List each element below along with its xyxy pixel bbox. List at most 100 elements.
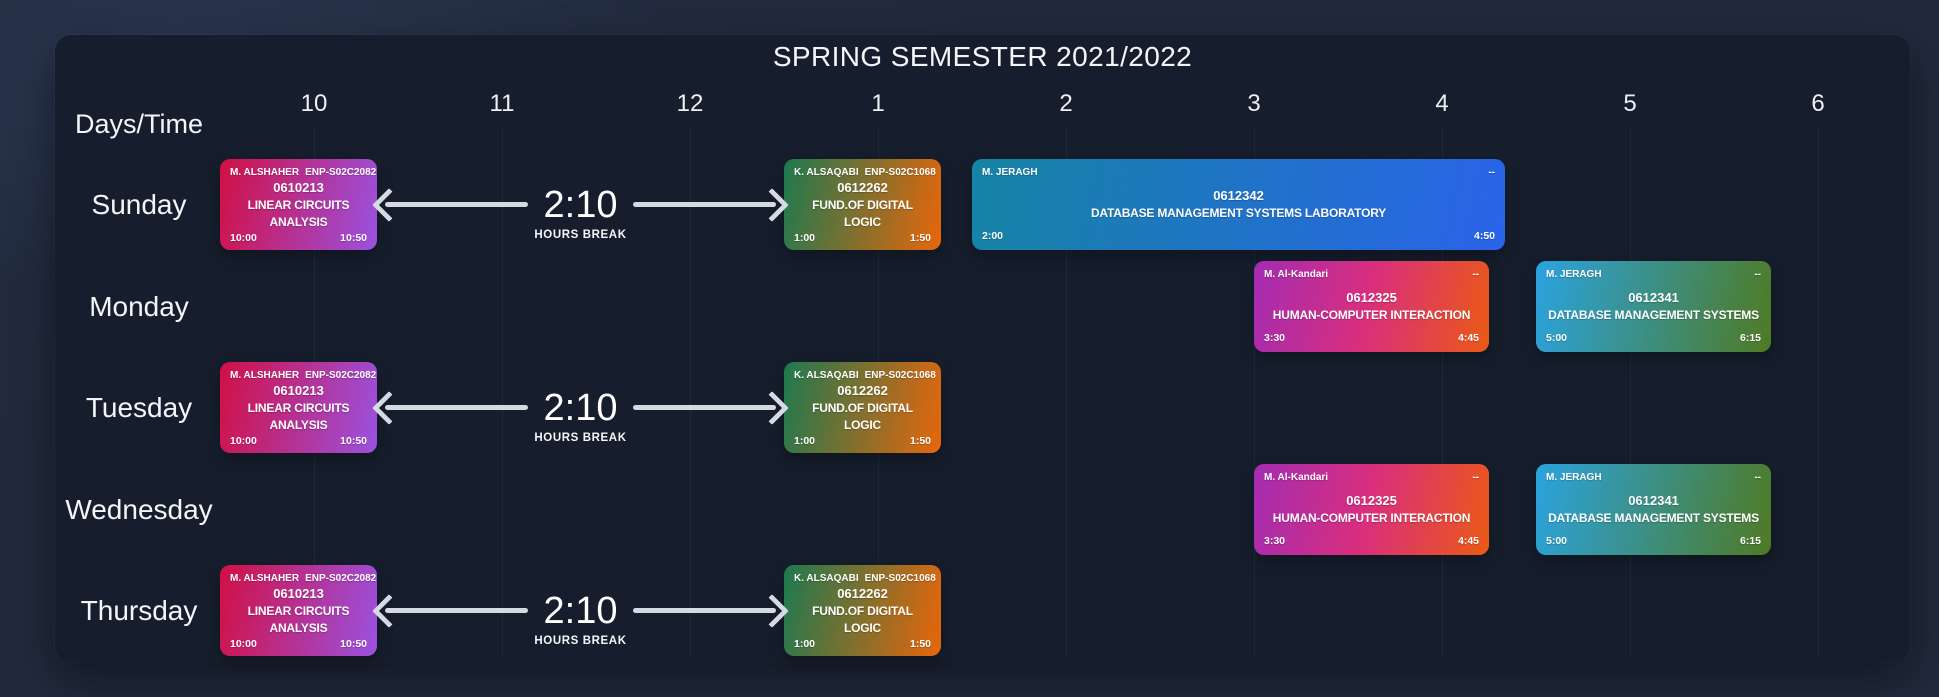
day-label-thursday: Thursday xyxy=(80,594,198,626)
course-instructor: K. ALSAQABI xyxy=(794,370,859,381)
course-end-time: 10:50 xyxy=(340,434,367,447)
course-section-code: ENP-S02C2082 xyxy=(305,370,377,381)
course-name: HUMAN-COMPUTER INTERACTION xyxy=(1272,307,1471,322)
course-section-code: -- xyxy=(1472,269,1479,280)
break-label: HOURS BREAK xyxy=(534,228,627,241)
arrow-right-icon xyxy=(755,390,789,425)
arrow-line xyxy=(385,608,528,613)
break-duration: 2:10 xyxy=(543,589,618,632)
break-duration: 2:10 xyxy=(543,386,618,429)
day-label-wednesday: Wednesday xyxy=(65,493,213,525)
arrow-line xyxy=(385,405,528,410)
course-number: 0612341 xyxy=(1628,289,1679,305)
course-instructor: K. ALSAQABI xyxy=(794,573,859,584)
course-end-time: 6:15 xyxy=(1739,535,1761,547)
course-number: 0612262 xyxy=(837,180,888,195)
course-section-code: -- xyxy=(1754,472,1761,483)
arrow-left-icon xyxy=(372,187,406,222)
time-grid-line xyxy=(1066,126,1067,656)
course-instructor: K. ALSAQABI xyxy=(794,167,859,178)
time-label: 5 xyxy=(1623,90,1637,117)
course-end-time: 4:45 xyxy=(1457,332,1479,344)
course-number: 0612342 xyxy=(1213,187,1264,203)
course-end-time: 10:50 xyxy=(340,637,367,650)
page-title: SPRING SEMESTER 2021/2022 xyxy=(772,41,1193,72)
time-grid-line xyxy=(1254,126,1255,656)
course-end-time: 1:50 xyxy=(909,434,931,447)
course-instructor: M. Al-Kandari xyxy=(1264,269,1329,280)
course-start-time: 5:00 xyxy=(1546,535,1568,547)
time-label: 12 xyxy=(676,90,704,117)
course-section-code: ENP-S02C2082 xyxy=(305,167,377,178)
time-label: 4 xyxy=(1435,90,1449,117)
time-label: 6 xyxy=(1811,90,1825,117)
course-instructor: M. ALSHAHER xyxy=(230,573,300,584)
course-card-header: M. Al-Kandari -- xyxy=(1264,472,1479,483)
course-instructor: M. JERAGH xyxy=(1546,269,1602,280)
time-grid-line xyxy=(1442,126,1443,656)
course-instructor: M. Al-Kandari xyxy=(1264,472,1329,483)
time-label: 1 xyxy=(871,90,885,117)
course-card-header: M. JERAGH-- xyxy=(1546,472,1761,483)
days-time-label: Days/Time xyxy=(74,108,203,139)
course-name: HUMAN-COMPUTER INTERACTION xyxy=(1272,510,1471,525)
time-label: 3 xyxy=(1247,90,1261,117)
course-instructor: M. JERAGH xyxy=(982,167,1038,178)
arrow-line xyxy=(633,405,776,410)
course-card-header: M. JERAGH -- xyxy=(1546,269,1761,280)
arrow-right-icon xyxy=(755,593,789,628)
course-number: 0610213 xyxy=(273,180,324,195)
course-end-time: 1:50 xyxy=(909,231,931,244)
time-grid-line xyxy=(690,126,691,656)
course-card-header: K. ALSAQABI ENP-S02C1068 xyxy=(794,167,936,178)
course-end-time: 4:50 xyxy=(1473,230,1495,242)
arrow-left-icon xyxy=(372,593,406,628)
course-start-time: 2:00 xyxy=(982,230,1004,242)
course-section-code: ENP-S02C1068 xyxy=(864,167,936,178)
course-section-code: ENP-S02C1068 xyxy=(864,370,936,381)
course-start-time: 10:00 xyxy=(230,637,257,650)
course-start-time: 10:00 xyxy=(230,434,257,447)
course-section-code: -- xyxy=(1754,269,1761,280)
course-section-code: -- xyxy=(1472,472,1479,483)
course-start-time: 1:00 xyxy=(794,637,816,650)
course-start-time: 3:30 xyxy=(1264,535,1286,547)
break-duration: 2:10 xyxy=(543,183,618,226)
course-start-time: 5:00 xyxy=(1546,332,1568,344)
course-end-time: 4:45 xyxy=(1457,535,1479,547)
time-grid-line xyxy=(1630,126,1631,656)
course-card-header: M. JERAGH-- xyxy=(982,167,1495,178)
course-end-time: 6:15 xyxy=(1739,332,1761,344)
break-label: HOURS BREAK xyxy=(534,634,627,647)
time-label: 2 xyxy=(1059,90,1073,117)
course-number: 0612262 xyxy=(837,586,888,601)
course-name: FUND.OF DIGITAL LOGIC xyxy=(812,604,913,635)
course-start-time: 10:00 xyxy=(230,231,257,244)
course-start-time: 1:00 xyxy=(794,434,816,447)
